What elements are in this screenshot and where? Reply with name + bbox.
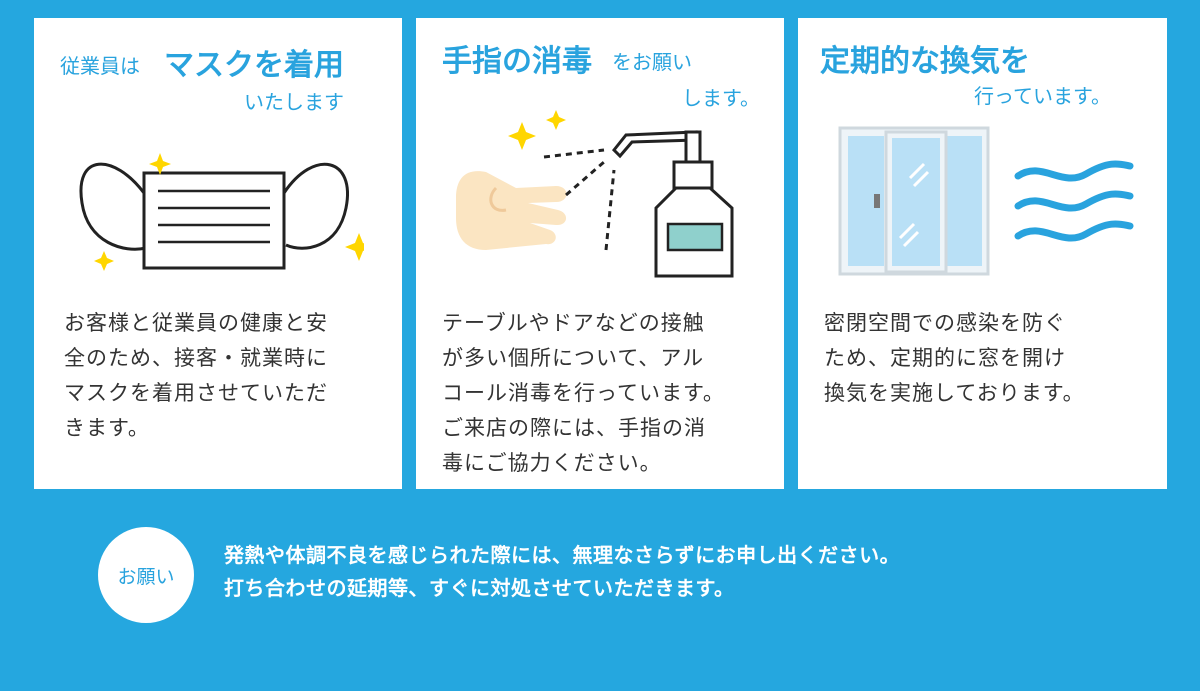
sanitize-title-main: 手指の消毒	[442, 44, 592, 79]
ventilation-body-line: 密閉空間での感染を防ぐ	[824, 311, 1066, 335]
mask-body-line: きます。	[64, 416, 150, 440]
face-mask-icon	[79, 153, 364, 271]
hand-icon	[456, 171, 567, 250]
sparkle-icon	[508, 110, 566, 150]
sanitize-body: テーブルやドアなどの接触 が多い個所について、アル コール消毒を行っています。 …	[442, 306, 725, 481]
notice-badge-label: お願い	[117, 565, 175, 588]
ventilation-body-line: 換気を実施しております。	[824, 381, 1085, 405]
mask-body-line: お客様と従業員の健康と安	[64, 311, 328, 335]
mask-body-line: 全のため、接客・就業時に	[64, 346, 328, 370]
sanitize-body-line: テーブルやドアなどの接触	[442, 311, 705, 335]
window-icon	[838, 126, 990, 276]
mask-title-prefix: 従業員は	[60, 54, 140, 78]
sanitize-body-line: 毒にご協力ください。	[442, 451, 662, 475]
mask-body-line: マスクを着用させていただ	[64, 381, 328, 405]
sanitize-body-line: コール消毒を行っています。	[442, 381, 725, 405]
mask-title-main: マスクを着用	[164, 48, 344, 83]
mask-body: お客様と従業員の健康と安 全のため、接客・就業時に マスクを着用させていただ き…	[64, 306, 328, 446]
sanitize-body-line: ご来店の際には、手指の消	[442, 416, 706, 440]
notice-badge: お願い	[98, 527, 194, 623]
ventilation-card: 定期的な換気を 行っています。 密閉空間での感染を防ぐ ため、定期的に窓を開け …	[798, 18, 1167, 489]
ventilation-title-main: 定期的な換気を	[820, 44, 1030, 79]
mask-card: 従業員は マスクを着用 いたします お客様と従業員の健康と安 全のため、接客・就…	[34, 18, 402, 489]
ventilation-title-suffix: 行っています。	[974, 84, 1111, 108]
sanitizer-bottle-icon	[543, 130, 734, 278]
notice-line: 発熱や体調不良を感じられた際には、無理なさらずにお申し出ください。	[224, 543, 901, 567]
ventilation-body-line: ため、定期的に窓を開け	[824, 346, 1066, 370]
sanitize-card: 手指の消毒 をお願い します。 テーブルやドアなどの接触 が多い個所について、ア…	[416, 18, 784, 489]
sanitize-title-suffix1: をお願い	[612, 50, 692, 74]
sanitize-title-suffix2: します。	[682, 86, 760, 110]
notice-line: 打ち合わせの延期等、すぐに対処させていただきます。	[224, 576, 735, 600]
ventilation-body: 密閉空間での感染を防ぐ ため、定期的に窓を開け 換気を実施しております。	[824, 306, 1085, 411]
airflow-icon	[1014, 160, 1134, 242]
mask-title-suffix: いたします	[244, 90, 344, 114]
sanitize-body-line: が多い個所について、アル	[442, 346, 705, 370]
